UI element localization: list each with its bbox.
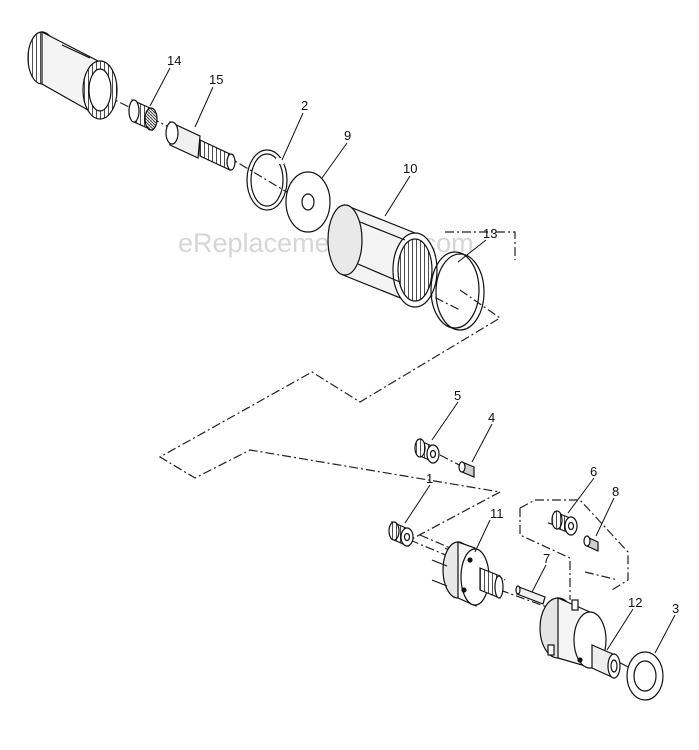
callout-3: 3 bbox=[672, 601, 679, 616]
callout-4: 4 bbox=[488, 410, 495, 425]
callout-7: 7 bbox=[543, 551, 550, 566]
part-13-ring bbox=[430, 251, 485, 331]
gear-housing bbox=[27, 31, 118, 120]
part-6-planet-gear bbox=[551, 510, 578, 536]
callout-5: 5 bbox=[454, 388, 461, 403]
leader-lines bbox=[149, 67, 676, 654]
callout-15: 15 bbox=[209, 72, 223, 87]
part-14-pinion-gear bbox=[128, 99, 158, 131]
part-12-output-carrier bbox=[539, 597, 621, 679]
callout-11: 11 bbox=[490, 506, 504, 521]
part-4-pin bbox=[458, 461, 475, 478]
part-11-planet-carrier bbox=[431, 541, 504, 607]
part-9-washer bbox=[285, 171, 331, 233]
callout-2: 2 bbox=[301, 98, 308, 113]
callout-labels: 14 15 2 9 10 13 5 4 1 11 6 8 7 12 3 bbox=[167, 53, 679, 616]
part-3-thrust-washer bbox=[626, 651, 664, 701]
part-8-pin bbox=[583, 535, 599, 552]
callout-8: 8 bbox=[612, 484, 619, 499]
part-10-bearing-sleeve bbox=[327, 204, 438, 308]
part-2-snap-ring bbox=[246, 149, 288, 211]
part-7-dowel-pin bbox=[515, 585, 546, 605]
callout-10: 10 bbox=[403, 161, 417, 176]
part-1-planet-gear bbox=[388, 521, 414, 547]
callout-12: 12 bbox=[628, 595, 642, 610]
callout-13: 13 bbox=[483, 226, 497, 241]
part-15-splined-shaft bbox=[165, 121, 236, 171]
callout-9: 9 bbox=[344, 128, 351, 143]
callout-6: 6 bbox=[590, 464, 597, 479]
axis-lines bbox=[104, 94, 631, 669]
part-5-planet-gear bbox=[414, 438, 440, 464]
callout-14: 14 bbox=[167, 53, 181, 68]
callout-1: 1 bbox=[426, 471, 433, 486]
